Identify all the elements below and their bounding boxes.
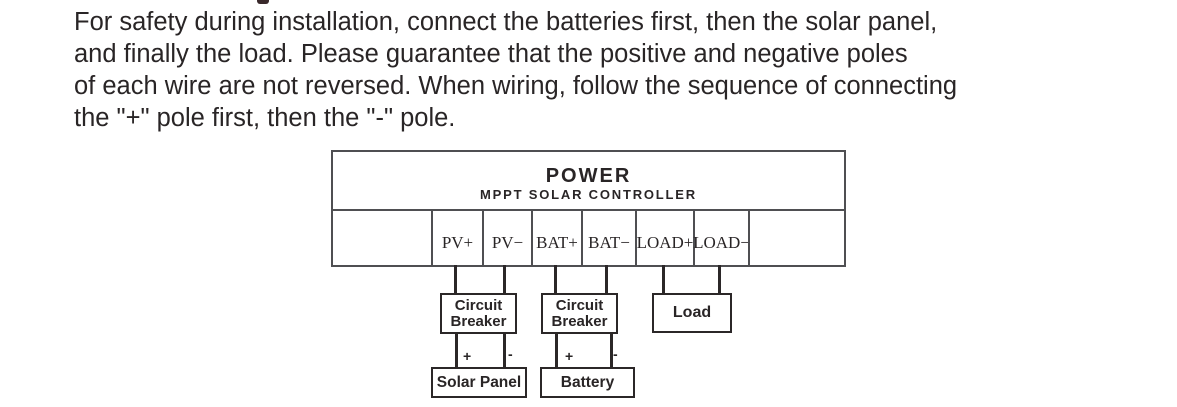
terminal-pv-minus: PV−: [482, 211, 531, 265]
terminal-pv-plus: PV+: [431, 211, 482, 265]
safety-line-4: the "+" pole first, then the "-" pole.: [74, 104, 456, 132]
wire-load-minus: [718, 265, 721, 293]
battery-plus-label: +: [565, 348, 574, 364]
wire-battery-plus: [555, 331, 558, 369]
safety-line-1: For safety during installation, connect …: [74, 8, 938, 36]
wire-solar-minus: [503, 331, 506, 369]
terminal-load-minus: LOAD−: [693, 211, 750, 265]
solar-minus-label: -: [508, 346, 513, 362]
controller-divider-line: [333, 209, 844, 211]
controller-subtitle: MPPT SOLAR CONTROLLER: [480, 187, 697, 202]
wire-bat-minus: [605, 265, 608, 293]
battery-minus-label: -: [613, 346, 618, 362]
battery-box: Battery: [540, 367, 635, 398]
circuit-breaker-pv-box: Circuit Breaker: [440, 293, 517, 334]
safety-instructions: For safety during installation, connect …: [74, 6, 957, 134]
terminal-load-plus: LOAD+: [635, 211, 693, 265]
safety-line-3: of each wire are not reversed. When wiri…: [74, 72, 958, 100]
terminal-bat-plus: BAT+: [531, 211, 581, 265]
solar-plus-label: +: [463, 348, 472, 364]
solar-panel-box: Solar Panel: [431, 367, 527, 398]
terminal-row: PV+ PV− BAT+ BAT− LOAD+ LOAD−: [333, 211, 844, 265]
terminal-spacer-right: [748, 211, 844, 265]
wire-solar-plus: [455, 331, 458, 369]
wire-pv-minus: [503, 265, 506, 293]
load-box: Load: [652, 293, 732, 333]
cropped-glyph-artifact: [257, 0, 269, 4]
wire-pv-plus: [454, 265, 457, 293]
controller-title: POWER: [545, 165, 632, 187]
circuit-breaker-bat-box: Circuit Breaker: [541, 293, 618, 334]
controller-box: POWER MPPT SOLAR CONTROLLER PV+ PV− BAT+…: [331, 150, 846, 267]
wire-load-plus: [662, 265, 665, 293]
terminal-bat-minus: BAT−: [581, 211, 635, 265]
safety-line-2: and finally the load. Please guarantee t…: [74, 40, 908, 68]
wire-battery-minus: [610, 331, 613, 369]
wire-bat-plus: [554, 265, 557, 293]
terminal-spacer-left: [333, 211, 431, 265]
